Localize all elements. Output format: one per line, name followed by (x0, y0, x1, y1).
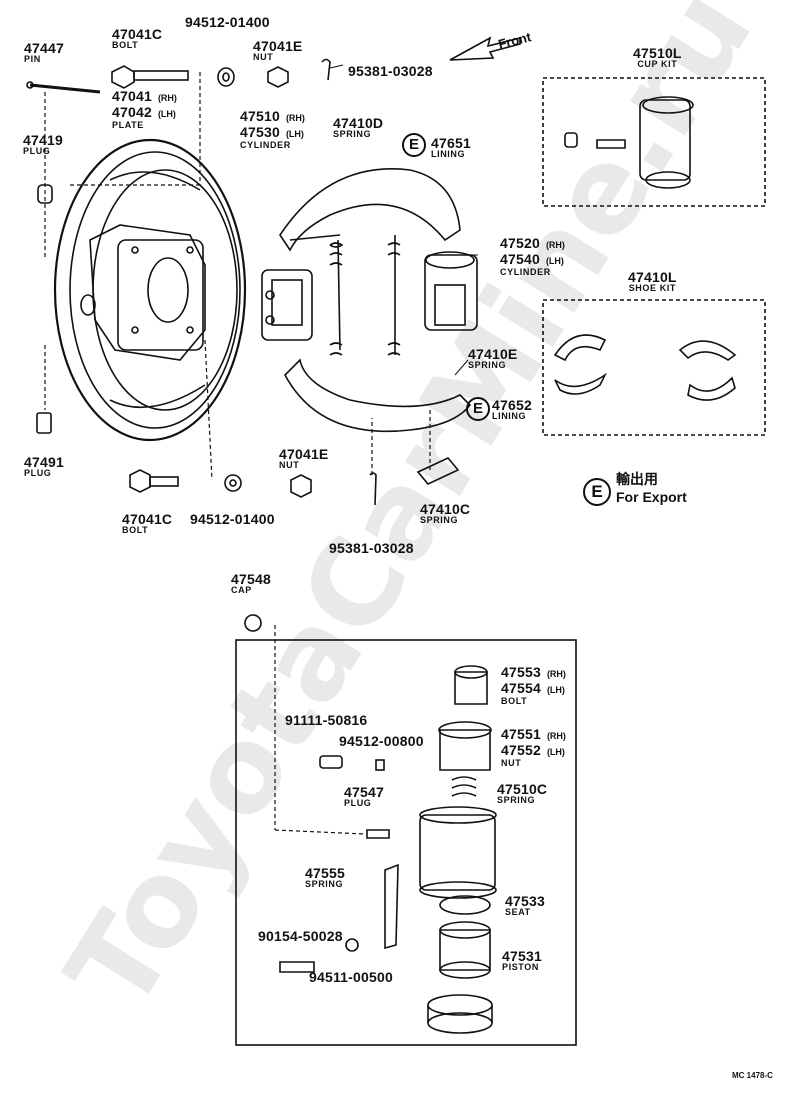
part-label-94512-00800: 94512-00800 (339, 733, 424, 749)
part-label-95381-top: 95381-03028 (348, 63, 433, 79)
legend-japanese-text: 輸出用 (616, 472, 658, 488)
part-label-94512-01400-top: 94512-01400 (185, 14, 270, 30)
adjuster-box (235, 639, 577, 1046)
brake-shoes-drawing (279, 168, 472, 433)
nut-bottom-drawing (290, 474, 312, 498)
part-label-91111-50816: 91111-50816 (285, 712, 368, 728)
part-label-47041-47042: 47041(RH) 47042(LH) PLATE (112, 88, 177, 130)
plug-47491-drawing (36, 412, 52, 434)
cylinder-left-drawing (261, 269, 313, 341)
part-label-94512-01400-bottom: 94512-01400 (190, 511, 275, 527)
export-mark-lining-47651: E (402, 133, 426, 157)
bolt-bottom-drawing (129, 469, 179, 493)
cotter-top-drawing (321, 58, 331, 81)
legend-export-symbol: E (583, 478, 611, 506)
export-mark-lining-47652: E (466, 397, 490, 421)
washer-bottom-drawing (224, 474, 242, 492)
bolt-top-drawing (111, 65, 189, 89)
washer-top-drawing (217, 67, 235, 87)
backing-plate-drawing (53, 138, 247, 442)
part-label-94511-00500: 94511-00500 (309, 969, 393, 985)
part-label-90154-50028: 90154-50028 (258, 928, 343, 944)
part-label-47510-47530: 47510(RH) 47530(LH) CYLINDER (240, 108, 305, 150)
drawing-code: MC 1478-C (732, 1071, 773, 1080)
spring-47410c-drawing (416, 457, 460, 485)
cup-kit-drawing (564, 96, 694, 189)
adjuster-drawing (244, 614, 497, 1034)
part-label-47553-47554: 47553(RH) 47554(LH) BOLT (501, 664, 566, 706)
part-label-95381-bottom: 95381-03028 (329, 540, 414, 556)
front-arrow-icon (449, 36, 521, 61)
cotter-bottom-drawing (369, 472, 377, 506)
cylinder-right-drawing (424, 251, 478, 331)
part-label-47520-47540: 47520(RH) 47540(LH) CYLINDER (500, 235, 565, 277)
legend-english-text: For Export (616, 489, 687, 505)
nut-top-drawing (267, 66, 289, 88)
pin-drawing (26, 81, 101, 94)
shoe-kit-box (542, 299, 766, 436)
shoe-kit-drawing (553, 334, 737, 401)
part-label-47551-47552: 47551(RH) 47552(LH) NUT (501, 726, 566, 768)
